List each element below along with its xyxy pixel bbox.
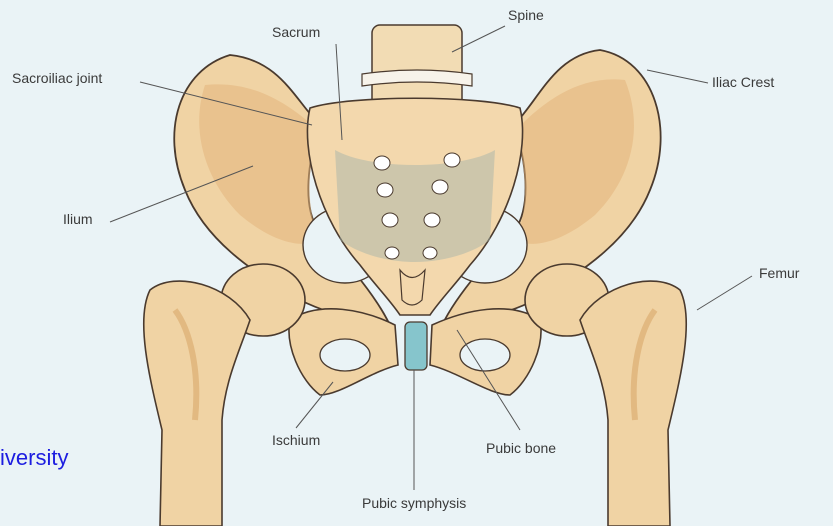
label-sacrum: Sacrum bbox=[272, 24, 320, 40]
watermark-text: iversity bbox=[0, 445, 68, 471]
leader-iliac-crest bbox=[647, 70, 708, 83]
left-femur bbox=[144, 264, 305, 526]
right-femur bbox=[525, 264, 686, 526]
pubic-bones bbox=[289, 309, 541, 395]
pubic-symphysis-cartilage bbox=[405, 322, 427, 370]
label-pubic-bone: Pubic bone bbox=[486, 440, 556, 456]
leader-femur bbox=[697, 276, 752, 310]
label-iliac-crest: Iliac Crest bbox=[712, 74, 774, 90]
label-pubic-symphysis: Pubic symphysis bbox=[362, 495, 466, 511]
label-ischium: Ischium bbox=[272, 432, 320, 448]
label-femur: Femur bbox=[759, 265, 799, 281]
label-sacroiliac-joint: Sacroiliac joint bbox=[12, 70, 102, 86]
label-ilium: Ilium bbox=[63, 211, 93, 227]
label-spine: Spine bbox=[508, 7, 544, 23]
